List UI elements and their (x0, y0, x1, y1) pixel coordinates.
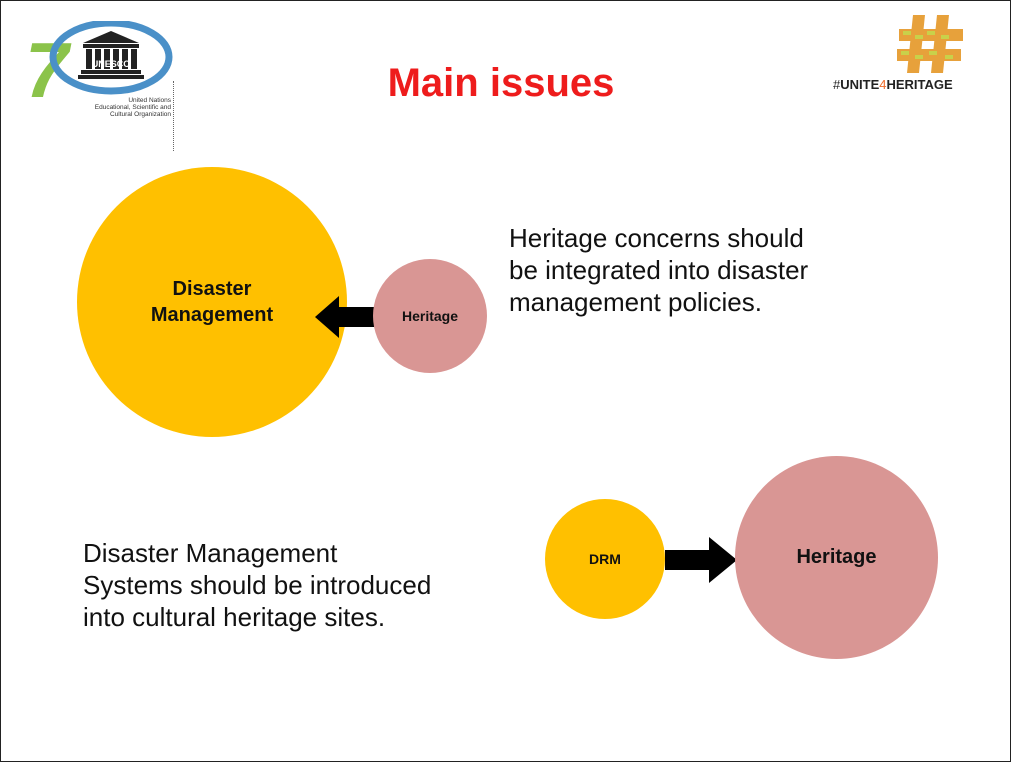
hashtag-brick-icon (897, 15, 963, 73)
unesco-70-temple-icon: 7 UNESCO (25, 19, 173, 114)
disaster-management-circle: Disaster Management (77, 167, 347, 437)
divider (173, 81, 174, 151)
heritage-big-label: Heritage (796, 546, 877, 568)
drm-label: DRM (589, 551, 621, 567)
unite4heritage-wordmark: #UNITE4HERITAGE (833, 77, 953, 92)
bottom-statement: Disaster Management Systems should be in… (83, 538, 432, 632)
unesco-logo: 7 UNESCO United Nations Educational, Sci… (23, 19, 175, 151)
heritage-big-circle: Heritage (735, 456, 938, 659)
unite4heritage-logo: #UNITE4HERITAGE (833, 15, 1010, 95)
arrow-right-icon (665, 537, 737, 583)
arrow-left-icon (315, 296, 377, 338)
disaster-management-label-line1: Disaster (172, 278, 252, 300)
unesco-wordmark: UNESCO (92, 59, 131, 69)
heritage-small-label: Heritage (401, 308, 459, 324)
top-statement: Heritage concerns should be integrated i… (509, 223, 809, 317)
unesco-org-name: United Nations Educational, Scientific a… (94, 97, 171, 118)
disaster-management-label-line2: Management (150, 304, 274, 326)
slide-title: Main issues (387, 61, 615, 105)
drm-circle: DRM (545, 499, 665, 619)
heritage-small-circle: Heritage (373, 259, 487, 373)
